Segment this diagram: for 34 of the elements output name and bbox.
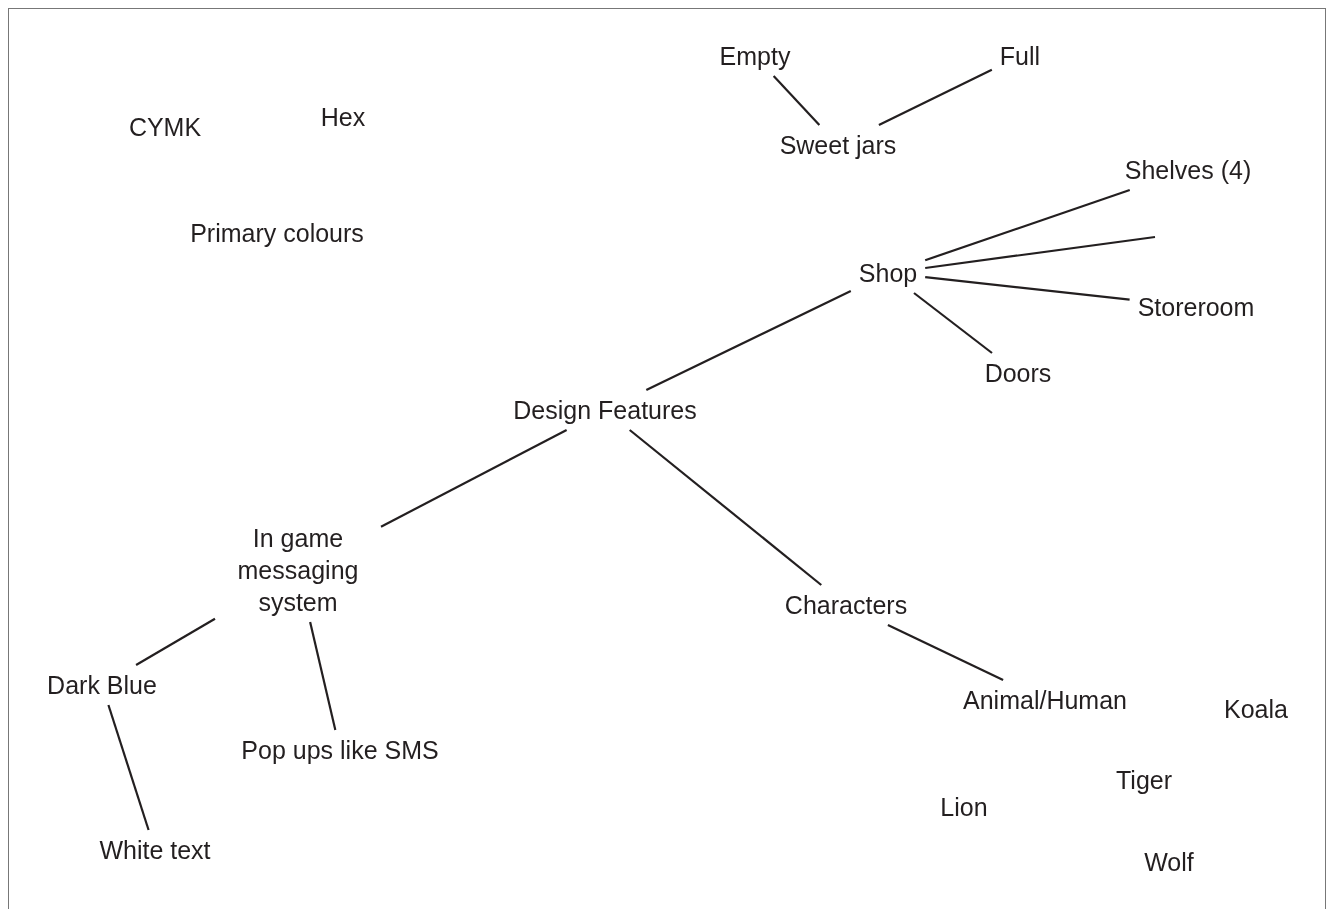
connector-line: [913, 292, 993, 354]
topic-text: Storeroom: [1137, 291, 1255, 323]
connector-line: [772, 75, 821, 126]
note-text: Wolf: [1144, 847, 1194, 878]
topic-text: Design Features: [513, 394, 697, 426]
topic-text: In game messaging system: [223, 522, 373, 618]
connector-line: [887, 624, 1004, 681]
topic-text: Shop: [858, 257, 918, 289]
connector-line: [380, 429, 568, 528]
connector-line: [107, 704, 150, 831]
note-text: Lion: [940, 792, 988, 823]
connector-line: [878, 68, 993, 126]
connector-line: [629, 429, 822, 586]
topic-text: Animal/Human: [963, 684, 1127, 716]
connector-line: [924, 188, 1131, 262]
connector-line: [135, 617, 216, 666]
note-text: CYMK: [128, 112, 202, 143]
note-text: Primary colours: [190, 218, 364, 249]
note-text: Hex: [320, 102, 366, 133]
note-text: Tiger: [1116, 765, 1172, 796]
note-text: Koala: [1224, 694, 1288, 725]
topic-text: Empty: [719, 40, 791, 72]
connector-line: [309, 621, 337, 731]
connector-line: [925, 276, 1130, 301]
connector-line: [925, 235, 1156, 270]
topic-text: Pop ups like SMS: [241, 734, 439, 766]
topic-text: Sweet jars: [779, 129, 897, 161]
topic-text: Shelves (4): [1124, 154, 1252, 186]
topic-text: White text: [99, 834, 211, 866]
topic-text: Full: [999, 40, 1041, 72]
topic-text: Characters: [784, 589, 908, 621]
connector-line: [645, 290, 852, 391]
topic-text: Dark Blue: [47, 669, 157, 701]
topic-text: Doors: [984, 357, 1052, 389]
